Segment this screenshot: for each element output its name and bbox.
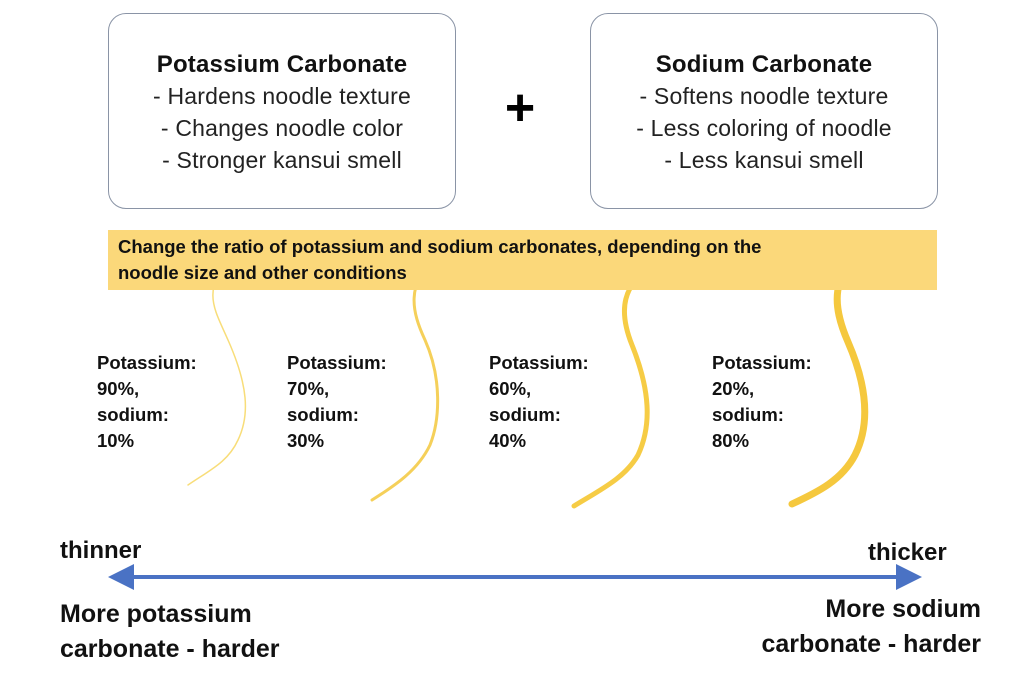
- potassium-point-2: - Changes noodle color: [160, 115, 404, 141]
- ratio-3-line-2: 60%,: [489, 378, 532, 399]
- ratio-4-line-1: Potassium:: [712, 352, 812, 373]
- noodle-thick: [571, 259, 658, 509]
- banner-line-2: noodle size and other conditions: [118, 262, 407, 283]
- ratio-label-2: Potassium: 70%, sodium: 30%: [287, 350, 387, 454]
- potassium-carbonate-box: Potassium Carbonate - Hardens noodle tex…: [108, 13, 456, 209]
- ratio-label-3: Potassium: 60%, sodium: 40%: [489, 350, 589, 454]
- ratio-banner: Change the ratio of potassium and sodium…: [108, 230, 937, 290]
- thicker-label: thicker: [868, 539, 947, 566]
- ratio-1-line-4: 10%: [97, 430, 135, 451]
- banner-line-1: Change the ratio of potassium and sodium…: [118, 236, 762, 257]
- ratio-2-line-1: Potassium:: [287, 352, 387, 373]
- arrow-right-head-icon: [896, 564, 922, 590]
- thinner-label: thinner: [60, 537, 142, 564]
- ratio-4-line-2: 20%,: [712, 378, 755, 399]
- sodium-carbonate-box: Sodium Carbonate - Softens noodle textur…: [590, 13, 938, 209]
- ratio-label-1: Potassium: 90%, sodium: 10%: [97, 350, 197, 454]
- ratio-3-line-1: Potassium:: [489, 352, 589, 373]
- sodium-point-2: - Less coloring of noodle: [636, 115, 892, 141]
- ratio-2-line-2: 70%,: [287, 378, 330, 399]
- ratio-label-4: Potassium: 20%, sodium: 80%: [712, 350, 812, 454]
- potassium-box-title: Potassium Carbonate: [156, 51, 408, 78]
- ratio-1-line-3: sodium:: [97, 404, 169, 425]
- ratio-1-line-1: Potassium:: [97, 352, 197, 373]
- sodium-point-3: - Less kansui smell: [664, 147, 864, 173]
- noodle-medium: [370, 251, 440, 502]
- ratio-2-line-3: sodium:: [287, 404, 359, 425]
- noodle-thin: [187, 256, 247, 486]
- more-sodium-line-1: More sodium: [825, 595, 981, 623]
- more-sodium-line-2: carbonate - harder: [761, 630, 981, 658]
- ratio-1-line-2: 90%,: [97, 378, 140, 399]
- sodium-box-title: Sodium Carbonate: [655, 51, 873, 78]
- plus-icon: +: [504, 79, 536, 137]
- more-potassium-line-1: More potassium: [60, 600, 252, 628]
- sodium-point-1: - Softens noodle texture: [639, 83, 889, 109]
- arrow-left-head-icon: [108, 564, 134, 590]
- more-potassium-line-2: carbonate - harder: [60, 635, 280, 663]
- more-potassium-label: More potassium carbonate - harder: [60, 597, 280, 667]
- potassium-point-1: - Hardens noodle texture: [153, 83, 411, 109]
- ratio-3-line-3: sodium:: [489, 404, 561, 425]
- more-sodium-label: More sodium carbonate - harder: [761, 592, 981, 662]
- potassium-point-3: - Stronger kansui smell: [162, 147, 402, 173]
- ratio-3-line-4: 40%: [489, 430, 527, 451]
- ratio-4-line-4: 80%: [712, 430, 750, 451]
- ratio-4-line-3: sodium:: [712, 404, 784, 425]
- ratio-2-line-4: 30%: [287, 430, 325, 451]
